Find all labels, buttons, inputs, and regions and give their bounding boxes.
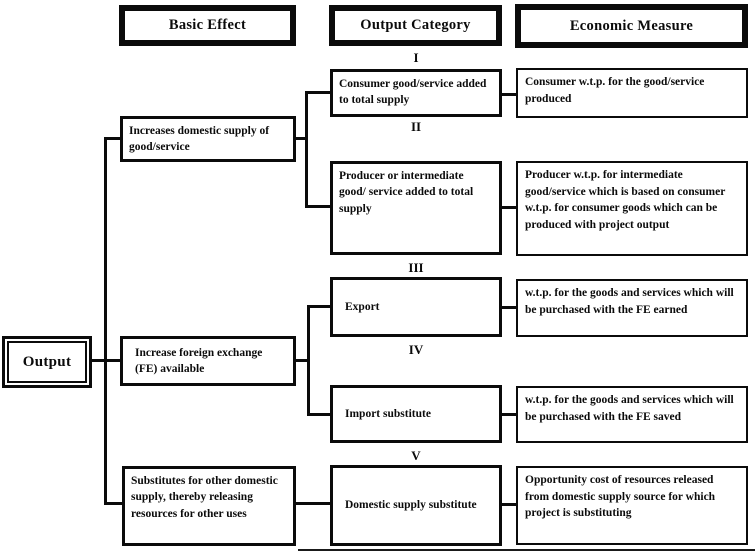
connector-effect2-stub bbox=[296, 359, 310, 362]
connector-category1-to-measure1 bbox=[502, 93, 516, 96]
column-header-economic-measure: Economic Measure bbox=[515, 4, 748, 48]
connector-category4-to-measure4 bbox=[502, 413, 516, 416]
basic-effect-label-2: Increase foreign exchange (FE) available bbox=[135, 346, 263, 375]
basic-effect-box-1: Increases domestic supply of good/servic… bbox=[120, 116, 296, 162]
economic-measure-label-3: w.t.p. for the goods and services which … bbox=[525, 287, 734, 316]
row-numeral-3: III bbox=[408, 260, 424, 275]
row-numeral-5: V bbox=[411, 448, 421, 463]
column-header-basic-effect: Basic Effect bbox=[119, 5, 296, 46]
column-header-output-category-label: Output Category bbox=[360, 17, 471, 33]
column-header-economic-measure-label: Economic Measure bbox=[569, 17, 694, 34]
basic-effect-label-1: Increases domestic supply of good/servic… bbox=[129, 125, 270, 154]
connector-trunk-to-effect-3 bbox=[104, 502, 122, 505]
basic-effect-label-3: Substitutes for other domestic supply, t… bbox=[131, 475, 278, 520]
output-category-box-3: Export bbox=[330, 277, 502, 337]
connector-trunk-vertical bbox=[104, 137, 107, 505]
connector-category5-to-measure5 bbox=[502, 503, 516, 506]
connector-branch2-vertical bbox=[307, 305, 310, 416]
economic-measure-box-3: w.t.p. for the goods and services which … bbox=[516, 279, 748, 337]
row-numeral-4: IV bbox=[408, 342, 424, 357]
output-root-box-inner: Output bbox=[7, 341, 87, 383]
connector-branch1-to-category2 bbox=[305, 205, 330, 208]
output-category-box-5: Domestic supply substitute bbox=[330, 465, 502, 546]
economic-measure-label-2: Producer w.t.p. for intermediate good/se… bbox=[525, 169, 726, 232]
row-numeral-2: II bbox=[410, 119, 422, 134]
output-category-label-3: Export bbox=[345, 300, 380, 313]
connector-branch1-to-category1 bbox=[305, 91, 330, 94]
basic-effect-box-3: Substitutes for other domestic supply, t… bbox=[122, 466, 296, 546]
page-edge-line bbox=[298, 549, 755, 551]
economic-measure-box-1: Consumer w.t.p. for the good/service pro… bbox=[516, 68, 748, 118]
economic-measure-box-4: w.t.p. for the goods and services which … bbox=[516, 386, 748, 443]
output-category-label-5: Domestic supply substitute bbox=[345, 499, 477, 512]
column-header-output-category: Output Category bbox=[329, 5, 502, 46]
output-root-label: Output bbox=[22, 353, 72, 370]
economic-measure-label-1: Consumer w.t.p. for the good/service pro… bbox=[525, 76, 705, 105]
connector-trunk-to-effect-1 bbox=[104, 137, 120, 140]
connector-effect1-stub bbox=[296, 137, 308, 140]
economic-measure-label-5: Opportunity cost of resources released f… bbox=[525, 474, 716, 520]
connector-branch2-to-category3 bbox=[307, 305, 330, 308]
connector-effect3-to-category5 bbox=[296, 502, 330, 505]
output-category-label-4: Import substitute bbox=[345, 407, 431, 420]
basic-effect-box-2: Increase foreign exchange (FE) available bbox=[120, 336, 296, 386]
connector-category3-to-measure3 bbox=[502, 306, 516, 309]
connector-branch2-to-category4 bbox=[307, 413, 330, 416]
output-root-box: Output bbox=[2, 336, 92, 388]
output-category-label-2: Producer or intermediate good/ service a… bbox=[339, 170, 474, 215]
economic-measure-box-5: Opportunity cost of resources released f… bbox=[516, 466, 748, 545]
output-category-box-4: Import substitute bbox=[330, 385, 502, 443]
economic-measure-label-4: w.t.p. for the goods and services which … bbox=[525, 394, 734, 423]
column-header-basic-effect-label: Basic Effect bbox=[168, 17, 247, 33]
output-category-box-1: Consumer good/service added to total sup… bbox=[330, 69, 502, 117]
connector-branch1-vertical bbox=[305, 91, 308, 208]
connector-category2-to-measure2 bbox=[502, 206, 516, 209]
economic-measure-box-2: Producer w.t.p. for intermediate good/se… bbox=[516, 161, 748, 256]
output-category-box-2: Producer or intermediate good/ service a… bbox=[330, 161, 502, 255]
row-numeral-1: I bbox=[413, 50, 419, 65]
output-category-label-1: Consumer good/service added to total sup… bbox=[339, 78, 487, 107]
